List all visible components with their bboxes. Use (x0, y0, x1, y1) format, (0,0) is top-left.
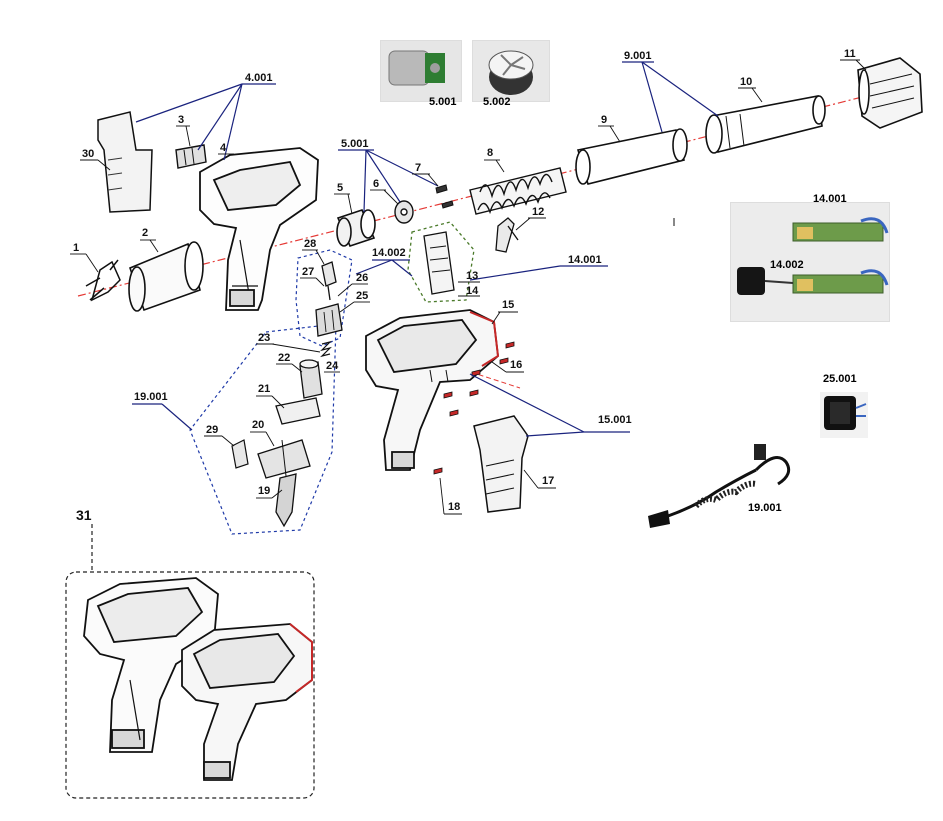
label-12: 12 (532, 206, 544, 218)
assembled-housing-left (83, 577, 219, 753)
group-14002-outline (407, 221, 475, 303)
power-cord-photo-icon (648, 444, 791, 528)
label-9001: 9.001 (624, 50, 652, 62)
label-1: 1 (73, 242, 79, 254)
label-8: 8 (487, 147, 493, 159)
photo-label-25001: 25.001 (823, 373, 857, 385)
part-13-pcb (423, 231, 455, 295)
label-6: 6 (373, 178, 379, 190)
label-7: 7 (415, 162, 421, 174)
fan-photo-icon (473, 41, 549, 101)
part-12-thermostat (495, 217, 519, 253)
switch-photo-icon (824, 396, 867, 430)
part-5-motor (336, 209, 376, 247)
label-underlines (70, 59, 867, 515)
photo-label-14002: 14.002 (770, 259, 804, 271)
part-11-front-cap (857, 57, 923, 129)
part-10-nozzle-tube (705, 95, 826, 154)
part-4-housing-half (199, 147, 319, 311)
label-30: 30 (82, 148, 94, 160)
part-7-screw (435, 184, 454, 209)
label-4001: 4.001 (245, 72, 273, 84)
label-2: 2 (142, 227, 148, 239)
part-21-bracket (275, 397, 321, 425)
label-29: 29 (206, 424, 218, 436)
label-11: 11 (844, 48, 856, 60)
part-22-23-knob (299, 359, 323, 399)
group-28-25-outline (295, 249, 353, 347)
label-4: 4 (220, 142, 227, 154)
leader-lines (132, 61, 719, 437)
part-labels: 1 2 3 4 4.001 30 5 5.001 6 7 8 9 9.001 1… (73, 48, 856, 513)
photo-cable-19001 (636, 440, 796, 530)
photo-fan-5002 (472, 40, 550, 102)
label-19001: 19.001 (134, 391, 168, 403)
label-25: 25 (356, 290, 368, 302)
part-1-clip (85, 259, 121, 302)
part-17-handle-insert (473, 415, 529, 513)
label-14002: 14.002 (372, 247, 406, 259)
part-9-outer-tube (575, 128, 688, 185)
part-29-clip (231, 439, 249, 469)
label-22: 22 (278, 352, 290, 364)
label-16: 16 (510, 359, 522, 371)
assembled-housing-right (181, 623, 313, 781)
photo-label-14001: 14.001 (813, 193, 847, 205)
part-6-fan (394, 200, 414, 224)
label-20: 20 (252, 419, 264, 431)
assembly-box-31 (65, 571, 315, 799)
label-15: 15 (502, 299, 514, 311)
group-19001-outline (189, 323, 337, 535)
part-2-front-tube (128, 241, 204, 312)
part-30-handle-insert (97, 111, 153, 213)
label-10: 10 (740, 76, 752, 88)
part-18-screw (433, 467, 443, 475)
part-27-28-spring (321, 261, 337, 301)
photo-label-5002: 5.002 (483, 96, 511, 108)
label-5: 5 (337, 182, 343, 194)
photo-pcb-14001-14002 (730, 202, 890, 322)
part-20-cable-clamp (257, 439, 311, 479)
label-14001: 14.001 (568, 254, 602, 266)
label-24: 24 (326, 360, 339, 372)
label-28: 28 (304, 238, 316, 250)
motor-photo-icon (381, 41, 461, 101)
label-31: 31 (76, 507, 92, 523)
label-9: 9 (601, 114, 607, 126)
label-14: 14 (466, 285, 479, 297)
part-8-heating-element (469, 167, 567, 215)
part-24-spring (320, 340, 332, 358)
label-5001: 5.001 (341, 138, 369, 150)
label-15001: 15.001 (598, 414, 632, 426)
label-13: 13 (466, 270, 478, 282)
photo-label-19001: 19.001 (748, 502, 782, 514)
photo-motor-5001 (380, 40, 462, 102)
pcb-photo-icon (731, 203, 889, 321)
photo-switch-25001 (820, 392, 868, 438)
label-18: 18 (448, 501, 460, 513)
label-19: 19 (258, 485, 270, 497)
label-23: 23 (258, 332, 270, 344)
part-15-housing-half (365, 309, 500, 471)
part-25-26-switch-block (315, 303, 343, 337)
label-17: 17 (542, 475, 554, 487)
part-3-switch (175, 144, 207, 169)
label-26: 26 (356, 272, 368, 284)
label-3: 3 (178, 114, 184, 126)
part-19-cable (275, 473, 297, 528)
label-27: 27 (302, 266, 314, 278)
label-21: 21 (258, 383, 270, 395)
photo-label-5001: 5.001 (429, 96, 457, 108)
part-16-screws (443, 341, 515, 417)
